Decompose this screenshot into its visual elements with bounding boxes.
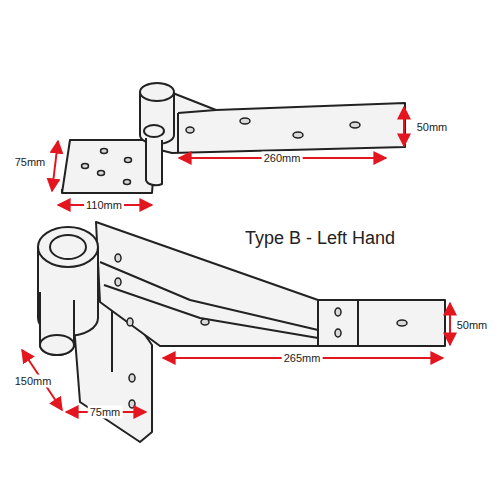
strap-edge [357,300,359,346]
dimension-label: 50mm [415,121,450,134]
hinge-strap [160,88,405,153]
screw-hole [115,254,121,262]
strap-edge [177,113,179,152]
knuckle-top [140,83,174,101]
dimension-arrow [403,107,405,146]
plate-edge [61,189,63,193]
screw-hole [350,122,360,128]
hinge-pin [146,138,162,185]
screw-hole [240,118,250,124]
screw-hole [397,320,407,326]
strap-crank [104,285,318,338]
dimension-label: 75mm [13,156,48,169]
strap-edge [178,110,216,113]
dimension-label: 50mm [455,319,490,332]
screw-hole [335,329,341,337]
strap-edge [317,300,319,346]
screw-hole [98,171,105,176]
screw-hole [201,319,209,325]
knuckle-top [38,227,98,267]
knuckle-bore [50,235,86,259]
dimension-label: 110mm [84,199,124,212]
screw-hole [82,164,89,169]
screw-hole [129,374,135,382]
pin-plate [62,140,156,193]
dimension-arrow [52,141,58,191]
hinge-pin [40,292,74,355]
screw-hole [186,127,194,133]
dimension-label: 150mm [13,375,54,388]
screw-hole [127,318,133,326]
screw-hole [129,400,135,408]
hinge-type-title: Type B - Left Hand [245,227,395,249]
dimension-label: 260mm [262,152,303,165]
screw-hole [335,308,341,316]
pin-collar [144,125,164,137]
cranked-strap [96,222,445,346]
screw-hole [125,158,132,163]
screw-hole [115,278,121,286]
screw-hole [293,132,303,138]
pin-end [40,335,74,355]
dimension-arrow [449,303,451,345]
screw-hole [101,149,108,154]
screw-holes [82,118,408,408]
dimension-label: 75mm [88,406,123,419]
dimension-label: 265mm [282,352,323,365]
screw-hole [124,180,131,185]
